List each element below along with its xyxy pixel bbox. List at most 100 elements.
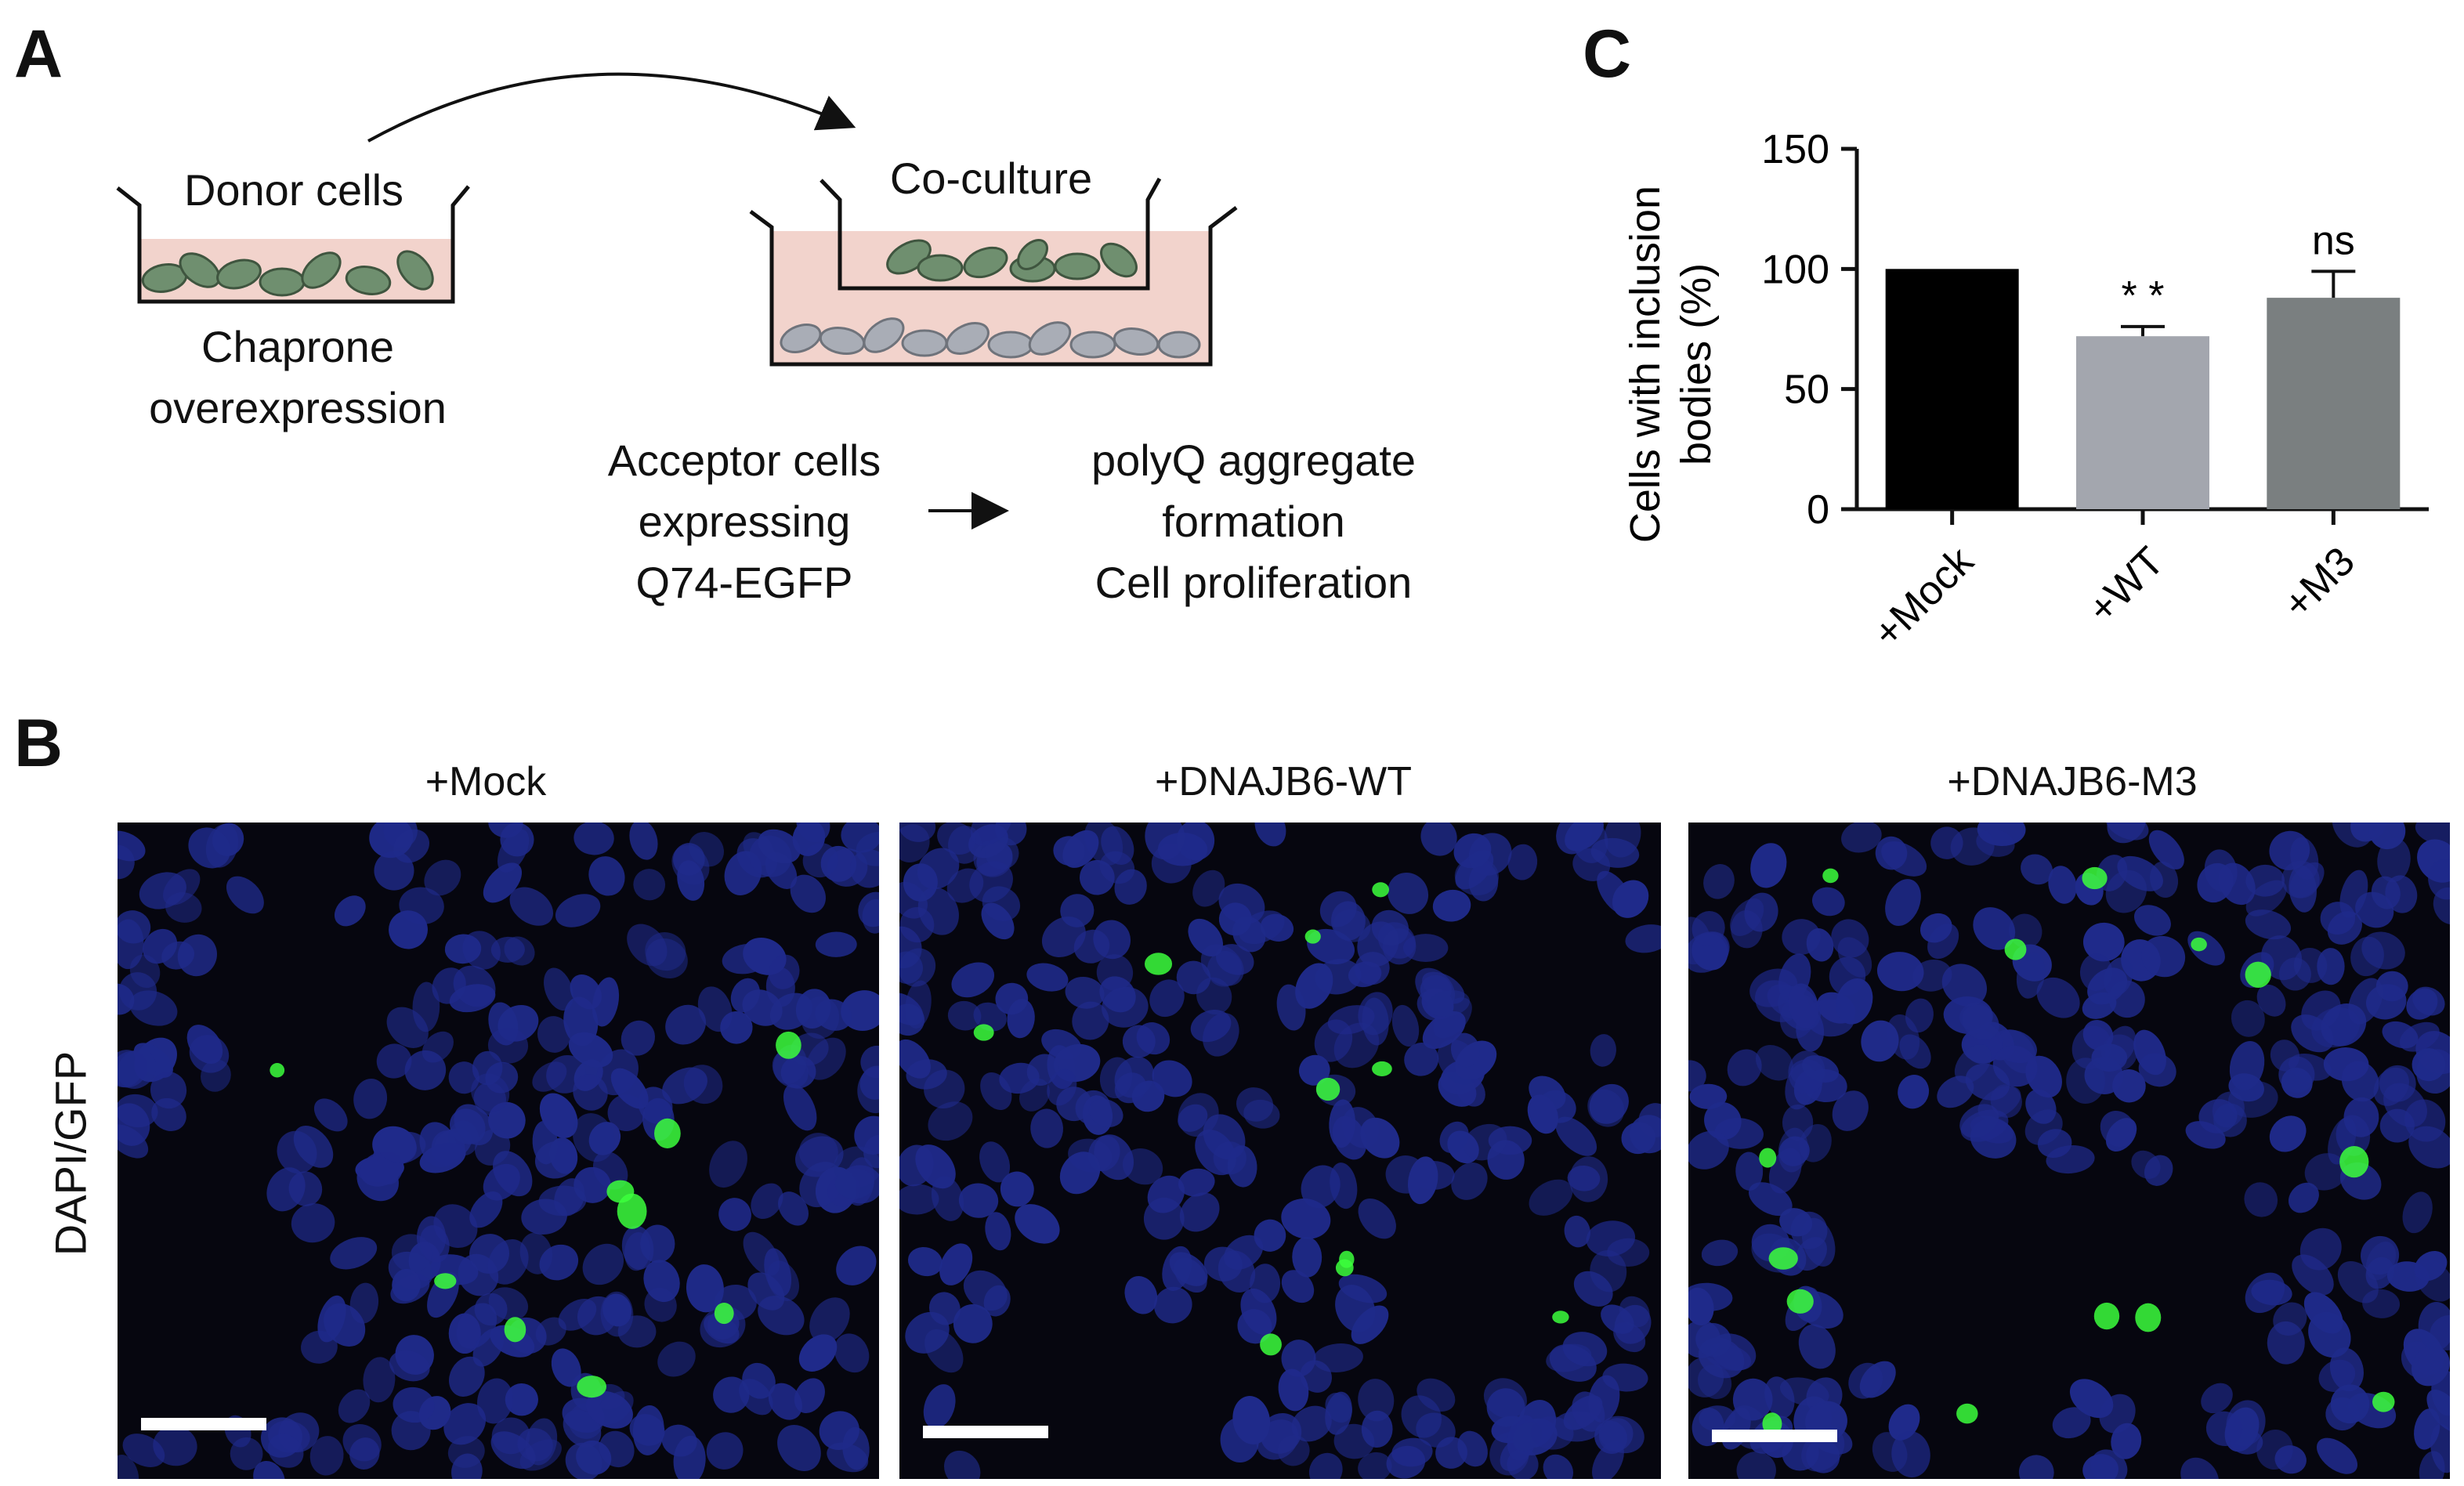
- nucleus: [1590, 1034, 1616, 1067]
- nucleus: [253, 1461, 285, 1479]
- column-title-m3: +DNAJB6-M3: [1947, 759, 2198, 804]
- nucleus: [905, 1311, 950, 1354]
- nucleus: [1543, 1454, 1574, 1479]
- nucleus: [1735, 1152, 1764, 1191]
- nucleus: [1065, 976, 1105, 1009]
- nucleus: [1885, 879, 1921, 927]
- nucleus: [1386, 1445, 1426, 1479]
- nucleus: [2288, 1182, 2319, 1213]
- nucleus: [706, 1432, 744, 1470]
- nucleus: [1298, 1054, 1330, 1086]
- nucleus: [1358, 1198, 1396, 1239]
- nucleus: [188, 827, 231, 869]
- nucleus: [806, 1037, 846, 1080]
- nucleus: [2082, 922, 2125, 962]
- scale-bar: [1712, 1430, 1837, 1442]
- transfer-arrow: [367, 72, 856, 143]
- nucleus: [2317, 1437, 2358, 1474]
- nucleus: [1630, 1115, 1661, 1154]
- nucleus: [689, 831, 725, 867]
- nucleus: [2412, 1346, 2450, 1387]
- nucleus: [539, 1093, 578, 1138]
- nucleus: [794, 1378, 825, 1414]
- nucleus: [1464, 1123, 1507, 1161]
- nucleus: [1096, 954, 1134, 991]
- nucleus: [790, 874, 826, 913]
- nucleus: [632, 1405, 664, 1455]
- nucleus: [783, 1083, 817, 1131]
- nucleus: [573, 823, 614, 855]
- nucleus: [2229, 1040, 2265, 1090]
- nucleus: [449, 1108, 486, 1144]
- chart-ylabel-2: bodies (%): [1673, 263, 1720, 465]
- nucleus: [537, 1016, 570, 1053]
- nucleus: [573, 1074, 608, 1111]
- nucleus: [1254, 823, 1286, 847]
- nucleus: [472, 1328, 505, 1367]
- nucleus: [2037, 1129, 2072, 1159]
- nucleus: [1861, 1020, 1899, 1062]
- nucleus: [2231, 1000, 2265, 1037]
- nucleus: [1688, 1060, 1706, 1092]
- scale-bar: [923, 1426, 1048, 1438]
- nucleus: [856, 831, 879, 866]
- nucleus: [1080, 859, 1115, 895]
- nucleus: [268, 1434, 304, 1468]
- nucleus: [1973, 907, 2016, 950]
- nucleus: [2244, 1182, 2278, 1217]
- nucleus: [1898, 1075, 1930, 1109]
- inclusion-body: [1786, 1289, 1814, 1314]
- nucleus: [1358, 1452, 1392, 1479]
- nucleus: [1841, 823, 1882, 853]
- nucleus: [349, 1437, 380, 1470]
- nucleus: [1169, 1252, 1208, 1286]
- bar-1: [2076, 336, 2209, 509]
- nucleus: [2337, 1260, 2379, 1303]
- nucleus: [720, 1011, 753, 1044]
- nucleus: [713, 1376, 750, 1413]
- nucleus: [2082, 1454, 2118, 1479]
- nucleus: [1335, 1285, 1376, 1332]
- nucleus: [2187, 931, 2225, 966]
- nucleus: [592, 1151, 628, 1190]
- nucleus: [1565, 823, 1604, 851]
- nucleus: [1811, 887, 1845, 917]
- nucleus: [2201, 1383, 2233, 1414]
- nucleus: [118, 1124, 149, 1159]
- nucleus: [551, 1348, 581, 1387]
- nucleus: [1703, 864, 1735, 899]
- nucleus: [2269, 830, 2310, 870]
- nucleus: [1099, 1057, 1133, 1099]
- nucleus: [2112, 1068, 2146, 1103]
- nucleus: [1529, 1179, 1573, 1216]
- inclusion-body: [2339, 1146, 2369, 1178]
- nucleus: [517, 1428, 553, 1462]
- nucleus: [2245, 1272, 2285, 1314]
- nucleus: [1072, 1001, 1109, 1040]
- nucleus: [1692, 910, 1725, 946]
- nucleus: [1831, 919, 1869, 958]
- nucleus: [477, 1378, 513, 1424]
- inclusion-body: [2191, 937, 2207, 952]
- nucleus: [1530, 1416, 1574, 1450]
- nucleus: [118, 1454, 139, 1479]
- nucleus: [1836, 978, 1873, 1025]
- nucleus: [2269, 1115, 2307, 1152]
- insert-dish: [820, 177, 1162, 291]
- nucleus: [640, 1224, 675, 1264]
- nucleus: [809, 1297, 850, 1343]
- nucleus: [1281, 1199, 1331, 1239]
- nucleus: [777, 1425, 821, 1471]
- micrograph-dnajb6-m3: [1688, 823, 2450, 1479]
- nucleus: [1695, 1322, 1731, 1358]
- nucleus: [1203, 1012, 1239, 1057]
- nucleus: [2105, 823, 2149, 841]
- nucleus: [769, 954, 800, 989]
- coculture-label: Co-culture: [889, 154, 1093, 203]
- nucleus: [958, 1183, 999, 1218]
- nucleus: [544, 967, 573, 1011]
- x-tick-label: +M3: [2274, 538, 2364, 627]
- nucleus: [1697, 1365, 1732, 1399]
- nucleus: [2018, 1455, 2054, 1479]
- nucleus: [1954, 1044, 1992, 1083]
